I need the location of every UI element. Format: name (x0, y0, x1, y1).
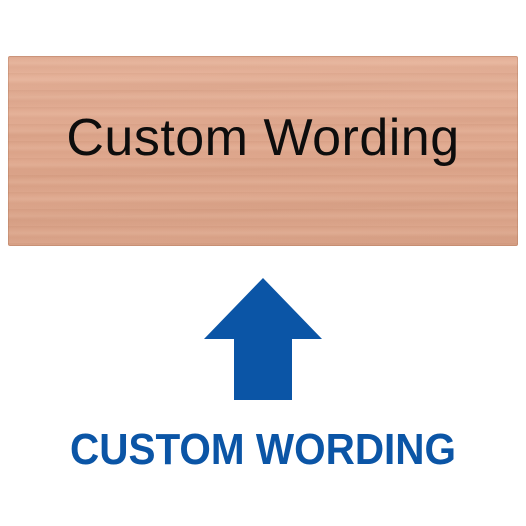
caption-text: CUSTOM WORDING (69, 425, 457, 474)
wood-sign-plate (8, 56, 518, 246)
sign-text: Custom Wording (66, 109, 460, 167)
up-arrow-icon (204, 278, 322, 400)
up-arrow-shape (204, 278, 322, 400)
